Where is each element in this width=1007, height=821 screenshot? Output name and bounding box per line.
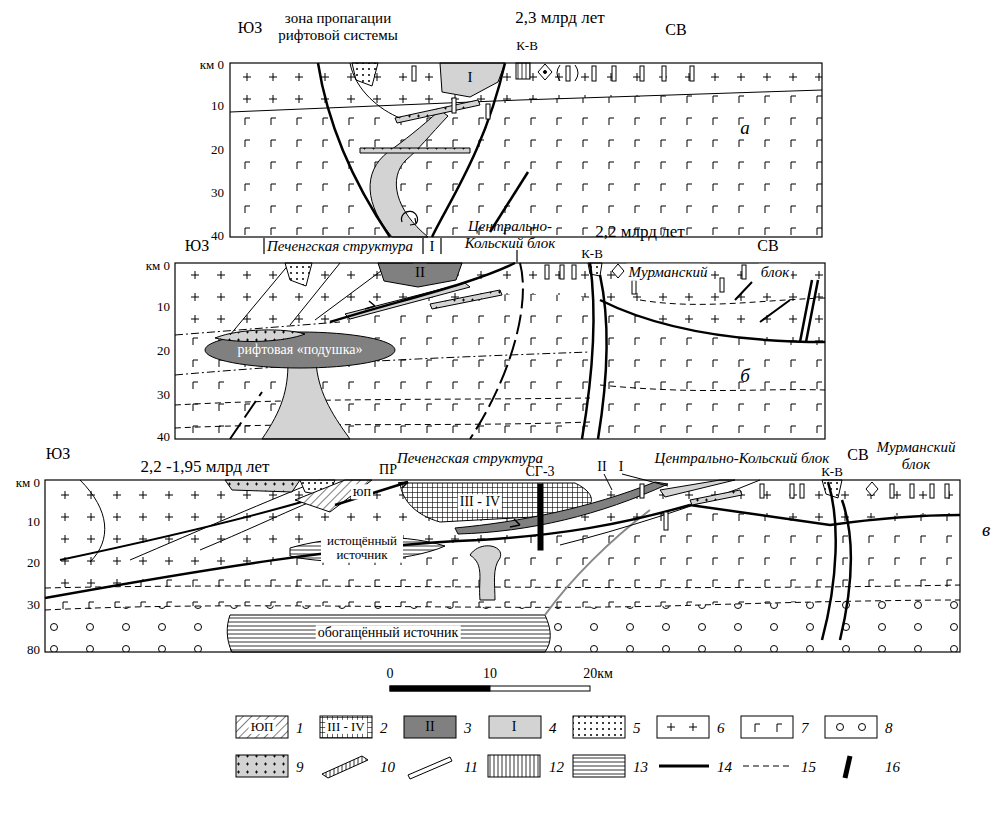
legend-number: 16 — [883, 759, 902, 776]
depth-tick: км 0 — [144, 259, 172, 273]
direction-label: СВ — [663, 21, 688, 39]
legend-number: 5 — [631, 720, 643, 737]
direction-label: ЮЗ — [236, 19, 264, 37]
legend-sample-label: II — [423, 719, 436, 734]
unit-label: I — [428, 238, 437, 255]
depth-tick: 20 — [209, 143, 226, 157]
unit-label: III - IV — [458, 494, 502, 509]
zone-label: зона пропагации рифтовой системы — [266, 10, 410, 43]
structure-name: Мурманский — [627, 264, 710, 281]
fault-label: К-В — [579, 247, 605, 261]
legend-number: 15 — [799, 759, 818, 776]
panel-b — [175, 238, 825, 439]
source-label: истощённый источник — [321, 534, 403, 563]
scale-bar — [390, 686, 590, 691]
legend-number: 6 — [715, 720, 727, 737]
unit-label: II — [413, 264, 427, 281]
structure-name: Печенгская структура — [265, 238, 415, 255]
depth-tick: 40 — [209, 229, 226, 243]
legend-number: 8 — [883, 720, 895, 737]
depth-tick: 40 — [155, 430, 172, 444]
direction-label: ЮЗ — [183, 237, 211, 255]
depth-tick: км 0 — [14, 476, 42, 490]
fault-label: К-В — [819, 465, 845, 479]
legend-samples — [236, 716, 877, 779]
depth-tick: 20 — [25, 556, 42, 570]
legend-number: 14 — [715, 759, 734, 776]
panel-v — [45, 474, 960, 652]
depth-tick: 80 — [25, 643, 42, 657]
unit-label: I — [617, 459, 626, 474]
fault-label: К-В — [514, 39, 540, 53]
age-label: 2,2 -1,95 млрд лет — [138, 458, 271, 477]
scale-label: 0 — [385, 666, 396, 681]
borehole-label: СГ-3 — [523, 464, 556, 479]
depth-tick: 30 — [25, 598, 42, 612]
panel-letter: в — [980, 520, 992, 541]
depth-tick: 10 — [155, 300, 172, 314]
legend-color-swatches — [404, 716, 541, 738]
legend-sample-label: III - IV — [325, 720, 367, 734]
legend-swatch — [489, 716, 541, 738]
legend-sample-label: ЮП — [249, 720, 276, 734]
legend-number: 2 — [378, 720, 390, 737]
legend-number: 12 — [547, 759, 566, 776]
legend-number: 1 — [294, 720, 306, 737]
legend-number: 9 — [294, 759, 306, 776]
depth-tick: км 0 — [198, 58, 226, 72]
legend-swatch — [404, 716, 456, 738]
unit-label: II — [595, 459, 608, 474]
unit-label: ПР — [377, 462, 399, 477]
scale-label: 10 — [481, 666, 499, 681]
direction-label: СВ — [755, 237, 780, 255]
rift-cushion-label: рифтовая «подушка» — [236, 342, 365, 357]
source-label: обогащённый источник — [316, 625, 461, 640]
depth-tick: 20 — [155, 344, 172, 358]
panel-letter: а — [738, 118, 752, 139]
structure-name: Печенгская структура — [395, 450, 545, 467]
scale-label: 20км — [581, 666, 615, 681]
direction-label: ЮЗ — [44, 445, 72, 463]
panel-letter: б — [738, 366, 752, 387]
legend-number: 11 — [462, 759, 480, 776]
legend-number: 3 — [462, 720, 474, 737]
panel-a — [230, 63, 822, 237]
legend-number: 13 — [631, 759, 650, 776]
structure-name: блок — [759, 264, 791, 281]
age-label: 2,2 млрд лет — [593, 223, 686, 242]
depth-tick: 10 — [209, 99, 226, 113]
depth-tick: 10 — [25, 515, 42, 529]
unit-label: юп — [351, 484, 373, 499]
unit-label: I — [466, 69, 475, 86]
structure-name: Мурманский блок — [869, 439, 963, 472]
legend-number: 4 — [547, 720, 559, 737]
depth-tick: 30 — [155, 388, 172, 402]
direction-label: СВ — [845, 446, 870, 464]
legend-number: 10 — [378, 759, 397, 776]
legend-sample-label: I — [510, 719, 519, 734]
structure-name: Центрально-Кольский блок — [653, 450, 832, 467]
structure-name: Центрально-Кольский блок — [458, 218, 562, 251]
depth-tick: 30 — [209, 186, 226, 200]
age-label: 2,3 млрд лет — [513, 9, 606, 28]
legend-number: 7 — [799, 720, 811, 737]
